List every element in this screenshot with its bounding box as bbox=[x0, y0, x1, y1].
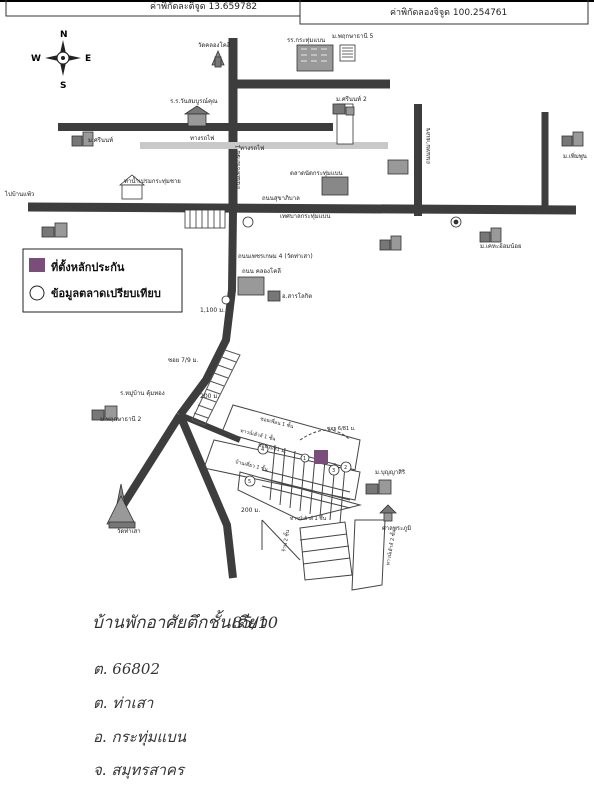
village-icon bbox=[41, 222, 68, 238]
svg-text:ทางรถไฟ: ทางรถไฟ bbox=[190, 134, 214, 142]
svg-text:ม.ศรีนนท์ 2: ม.ศรีนนท์ 2 bbox=[336, 95, 367, 103]
svg-text:2: 2 bbox=[344, 465, 347, 471]
note-line-a: ต. ท่าเสา bbox=[93, 694, 154, 712]
svg-text:ทาวน์เฮ้าส์ 1 ชั้น: ทาวน์เฮ้าส์ 1 ชั้น bbox=[290, 513, 327, 522]
note-title: บ้านพักอาศัยตึกชั้นเดียว bbox=[92, 609, 268, 633]
svg-text:ถนนสุขาภิบาล: ถนนสุขาภิบาล bbox=[262, 195, 300, 202]
railway: ทางรถไฟ ทางรถไฟ bbox=[140, 134, 388, 152]
legend-subject-label: ที่ตั้งหลักประกัน bbox=[51, 259, 125, 274]
svg-text:วัดคลองโคลี: วัดคลองโคลี bbox=[198, 41, 231, 49]
svg-text:รร.กระทุ่มแบน: รร.กระทุ่มแบน bbox=[287, 37, 325, 44]
municipal-icon bbox=[321, 176, 349, 196]
shrine-icon bbox=[379, 504, 397, 522]
building-icon bbox=[267, 290, 281, 302]
village-icon bbox=[379, 235, 402, 251]
svg-text:4: 4 bbox=[261, 447, 264, 453]
road-south bbox=[176, 209, 237, 418]
village-icon bbox=[71, 131, 94, 147]
lower-lots bbox=[261, 519, 386, 591]
svg-text:3: 3 bbox=[332, 468, 335, 474]
temple-icon bbox=[211, 49, 225, 68]
note-line-j: จ. สมุทรสาคร bbox=[93, 761, 186, 779]
village-icon bbox=[365, 479, 392, 495]
coordinate-header: ค่าพิกัดละติจูด 13.659782 ค่าพิกัดลองจิจ… bbox=[0, 0, 594, 25]
legend: ที่ตั้งหลักประกัน ข้อมูลตลาดเปรียบเทียบ bbox=[22, 248, 183, 313]
svg-text:วัดท่าเสา: วัดท่าเสา bbox=[117, 528, 141, 535]
svg-text:บ้านเดี่ยว 1 ชั้น: บ้านเดี่ยว 1 ชั้น bbox=[235, 456, 270, 473]
legend-subject-swatch bbox=[29, 258, 45, 272]
svg-text:ม.เพิ่มพูน: ม.เพิ่มพูน bbox=[563, 152, 587, 160]
note-line-o: อ. กระทุ่มแบน bbox=[93, 728, 187, 746]
svg-text:ม.เคหะอ้อมน้อย: ม.เคหะอ้อมน้อย bbox=[480, 243, 522, 250]
svg-text:ทาวน์เฮ้าส์ 1 ชั้น: ทาวน์เฮ้าส์ 1 ชั้น bbox=[240, 425, 278, 443]
village-icon bbox=[479, 227, 502, 243]
svg-text:ถนนเพชรเกษม 4 (วัดท่าเสา): ถนนเพชรเกษม 4 (วัดท่าเสา) bbox=[238, 253, 313, 260]
svg-text:ถนน คลองโคลี: ถนน คลองโคลี bbox=[242, 267, 281, 275]
school-icon bbox=[296, 44, 334, 72]
compass-n: N bbox=[60, 30, 68, 40]
temple-icon bbox=[106, 483, 136, 529]
road-branch bbox=[178, 412, 242, 443]
road-southeast bbox=[176, 413, 237, 579]
note-house-no: 85/10 bbox=[232, 613, 278, 632]
latitude-text: ค่าพิกัดละติจูด 13.659782 bbox=[150, 1, 257, 12]
compass-rose-icon: N S E W bbox=[31, 30, 91, 91]
building-icon bbox=[339, 44, 356, 62]
svg-text:200 ม.: 200 ม. bbox=[200, 393, 219, 400]
hall-icon bbox=[118, 174, 146, 200]
svg-text:ถนนหมายเลข: ถนนหมายเลข bbox=[425, 128, 432, 164]
svg-text:อ.สารโลกิต: อ.สารโลกิต bbox=[282, 292, 312, 300]
lot-strip bbox=[191, 349, 241, 426]
comparison-markers: 5 3 2 4 1 bbox=[244, 443, 352, 487]
landmarks bbox=[41, 44, 584, 529]
svg-text:1,100 ม.: 1,100 ม. bbox=[200, 307, 225, 314]
svg-text:ม.พฤกษาธานี 5: ม.พฤกษาธานี 5 bbox=[332, 32, 373, 40]
svg-text:ถนนเพชรเกษม 1: ถนนเพชรเกษม 1 bbox=[235, 144, 242, 189]
subject-site bbox=[314, 450, 328, 464]
compass-w: W bbox=[31, 54, 41, 64]
village-icon bbox=[332, 103, 355, 116]
village-icon bbox=[561, 131, 584, 147]
village-icon bbox=[91, 405, 118, 421]
compass-e: E bbox=[85, 54, 91, 64]
svg-text:ตลาดนัดกระทุ่มแบน: ตลาดนัดกระทุ่มแบน bbox=[290, 170, 343, 177]
svg-text:ทางรถไฟ: ทางรถไฟ bbox=[240, 144, 264, 152]
svg-text:ซอย 7/9 ม.: ซอย 7/9 ม. bbox=[168, 357, 199, 364]
svg-text:200 ม.: 200 ม. bbox=[241, 507, 260, 514]
building-icon bbox=[237, 276, 265, 296]
note-line-t: ต. 66802 bbox=[93, 660, 160, 678]
svg-text:ไปบ้านแพ้ว: ไปบ้านแพ้ว bbox=[4, 190, 34, 198]
house-icon bbox=[183, 105, 211, 127]
longitude-text: ค่าพิกัดลองจิจูด 100.254761 bbox=[390, 7, 507, 18]
building-icon bbox=[387, 159, 409, 175]
svg-text:เทศบาลกระทุ่มแบน: เทศบาลกระทุ่มแบน bbox=[280, 213, 330, 220]
road-main-horizontal bbox=[27, 202, 577, 215]
compass-s: S bbox=[60, 81, 66, 91]
subdivision bbox=[203, 404, 362, 524]
svg-text:ซอยเพื่อน 1 ชั้น: ซอยเพื่อน 1 ชั้น bbox=[260, 413, 296, 430]
legend-comparison-marker bbox=[29, 285, 45, 301]
svg-text:1: 1 bbox=[303, 456, 306, 462]
svg-text:ศาลพระภูมิ: ศาลพระภูมิ bbox=[382, 525, 411, 532]
roads bbox=[27, 38, 577, 579]
legend-comparison-label: ข้อมูลตลาดเปรียบเทียบ bbox=[51, 287, 161, 301]
svg-text:ม.พฤกษาธานี 2: ม.พฤกษาธานี 2 bbox=[100, 415, 141, 423]
svg-text:ม.บุญญาสิริ: ม.บุญญาสิริ bbox=[375, 469, 406, 476]
svg-text:ม.ศรีนนท์: ม.ศรีนนท์ bbox=[88, 136, 113, 144]
svg-text:ท่าน้ำเปรมกระทุ่มชาย: ท่าน้ำเปรมกระทุ่มชาย bbox=[124, 175, 181, 185]
road-southwest bbox=[116, 412, 184, 513]
handwritten-notes: บ้านพักอาศัยตึกชั้นเดียว 85/10 ต. 66802 … bbox=[92, 609, 278, 779]
svg-text:ร.ร.วันสมบูรณ์คุณ: ร.ร.วันสมบูรณ์คุณ bbox=[170, 97, 218, 105]
svg-text:ซอย 6/81 ม.: ซอย 6/81 ม. bbox=[327, 426, 356, 432]
svg-text:ร.หมู่บ้าน คุ้มทอง: ร.หมู่บ้าน คุ้มทอง bbox=[120, 390, 165, 397]
svg-text:5: 5 bbox=[248, 479, 251, 485]
